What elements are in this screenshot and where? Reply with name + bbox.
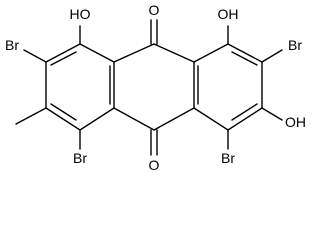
bromine-right-label: Br xyxy=(288,37,302,53)
left-ring xyxy=(45,43,115,131)
bromine-bottom-right-label: Br xyxy=(221,150,235,166)
bond xyxy=(79,43,115,63)
bond xyxy=(50,51,77,66)
bond xyxy=(193,107,229,131)
bromine-bottom-left-label: Br xyxy=(73,150,87,166)
bond xyxy=(153,107,195,131)
bond xyxy=(79,107,115,131)
bond xyxy=(193,43,229,63)
oxygen-top-label: O xyxy=(149,2,160,18)
bromine-left-label: Br xyxy=(5,37,19,53)
bond xyxy=(50,103,77,121)
oxygen-bottom-label: O xyxy=(149,157,160,173)
bond xyxy=(261,49,283,63)
bond xyxy=(153,43,195,63)
carbonyl-top xyxy=(150,19,158,45)
bond xyxy=(231,51,258,66)
bond xyxy=(231,103,258,121)
bond xyxy=(45,107,81,131)
bond xyxy=(227,43,263,63)
bond xyxy=(23,49,47,63)
right-ring xyxy=(193,43,263,131)
bond xyxy=(113,43,155,63)
central-ring xyxy=(113,43,195,131)
hydroxyl-top-right-label: OH xyxy=(218,6,239,22)
hydroxyl-top-left-label: HO xyxy=(70,6,91,22)
hydroxyl-right-label: OH xyxy=(285,114,306,130)
bond xyxy=(45,43,81,63)
bond xyxy=(113,107,155,131)
chemical-structure: O O HO OH OH Br Br Br Br xyxy=(5,2,306,173)
substituent-bonds xyxy=(15,25,283,150)
bond xyxy=(15,107,47,125)
carbonyl-bottom xyxy=(150,129,158,156)
bond xyxy=(227,107,263,131)
bond xyxy=(261,107,283,121)
